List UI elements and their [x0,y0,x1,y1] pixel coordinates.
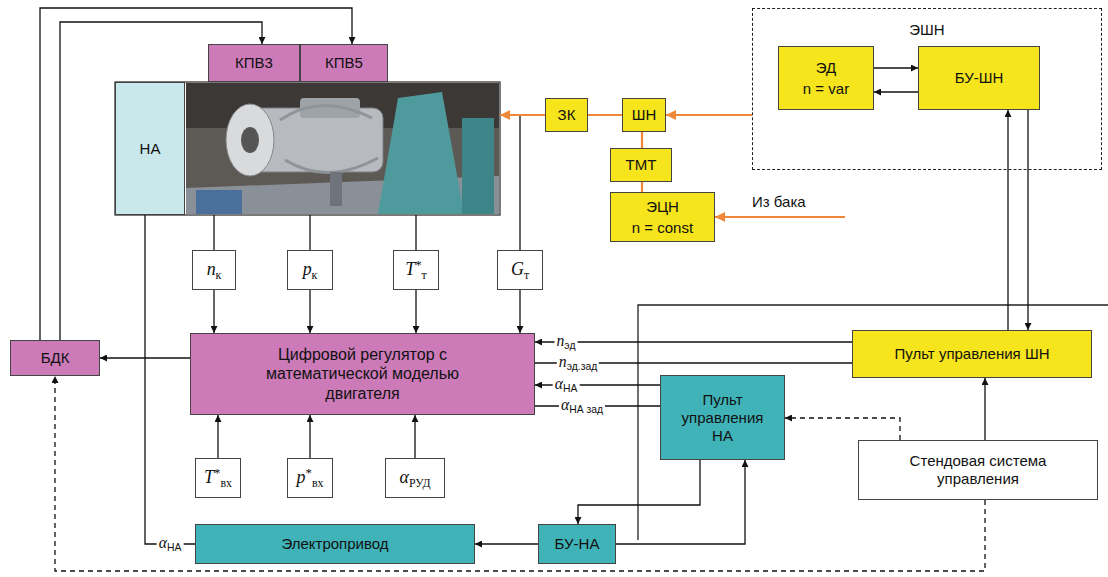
pump-box: ЭЦН n = const [610,192,715,242]
signal-connector [309,415,310,458]
photo-part [196,190,242,214]
console-box: Пульт управления НА [660,375,785,460]
sensor-box: Gт [497,250,543,290]
node-label: БУ-ШН [955,69,1004,87]
signal-connector [616,460,745,544]
node-label: Электропривод [281,535,388,553]
node-label: nк [207,259,222,282]
signal-connector [217,415,218,458]
node-label: T*вх [204,466,232,490]
node-label: КПВ3 [235,54,273,72]
node-label: pк [303,259,318,282]
engine-intake [226,104,274,176]
sensor-box: T*т [393,250,439,290]
guide-vane-box: НА [115,82,185,215]
signal-connector [578,460,700,524]
signal-connector [414,415,415,458]
node-label: КПВ5 [325,54,363,72]
fuel-line [715,216,845,218]
sensor-wire [213,215,214,250]
node-label: ЭД [816,59,836,77]
node-label: НА [140,140,161,158]
signal-label: αНА зад [559,396,605,416]
node-label: n = const [632,219,693,237]
photo-ground [186,83,499,214]
pump-unit-group: ЭШН ЭД n = var БУ-ШН [752,8,1102,170]
signal-connector [213,290,214,333]
signal-label: nэд.зад [557,353,599,373]
node-label: n = var [803,80,849,98]
node-label: Стендовая система управления [898,452,1058,488]
actuator-box: Электропривод [195,524,475,564]
sensor-box: αРУД [385,458,445,498]
node-label: Цифровой регулятор с математической моде… [232,345,494,403]
valve-box: ЗК [545,98,588,132]
node-label: Gт [511,259,529,282]
signal-label: nэд [555,332,578,352]
engine-hub [241,127,259,153]
signal-connector [519,290,520,333]
sensor-wire [519,115,520,250]
signal-connector [984,378,985,440]
relay-box: КПВ5 [300,44,388,82]
node-label: p*вх [297,466,324,490]
signal-connector [475,543,538,544]
control-unit-box: БУ-ШН [918,46,1040,110]
engine-pipes [280,106,378,173]
fuel-line [588,114,622,116]
sensor-box: pк [287,250,333,290]
node-label: Пульт управления ШН [895,345,1050,363]
dashed-connector [785,418,900,440]
node-label: ЭЦН [646,198,679,216]
node-label: БУ-НА [555,535,600,553]
panel-outline [638,305,1108,540]
signal-connector [874,91,918,92]
source-label: Из бака [752,193,806,211]
test-stand [378,92,464,214]
sensor-wire [309,215,310,250]
fuel-line [666,114,752,116]
engine-photo [186,83,499,214]
signal-connector [1027,110,1028,330]
signal-connector [535,341,852,342]
console-box: Пульт управления ШН [852,330,1092,378]
node-label: αРУД [400,467,431,490]
signal-connector [1007,110,1008,330]
node-label: БДК [41,349,70,367]
signal-connector [535,384,660,385]
engine-mount [330,172,342,206]
sensor-box: nк [192,250,236,290]
signal-label: αНА [157,534,184,554]
fuel-line [641,132,643,148]
node-label: ЗК [558,106,576,124]
engine-frame [115,82,500,215]
signal-label: αНА [553,375,580,395]
sensor-box: T*вх [195,458,241,498]
fuel-line [500,114,545,116]
control-unit-box: БДК [10,340,100,376]
regulator-box: Цифровой регулятор с математической моде… [190,333,535,415]
signal-connector [145,215,195,544]
node-label: Пульт управления НА [675,391,770,445]
node-label: T*т [405,258,427,282]
control-unit-box: БУ-НА [538,524,616,564]
pump-box: ШН [622,98,666,132]
signal-connector [874,67,918,68]
motor-box: ЭД n = var [778,46,874,110]
heat-exchanger-box: ТМТ [610,148,672,182]
sensor-wire [415,215,416,250]
signal-connector [415,290,416,333]
control-system-box: Стендовая система управления [858,440,1098,500]
signal-connector [309,290,310,333]
node-label: ЭШН [909,21,944,39]
node-label: ТМТ [626,156,657,174]
fuel-line [641,182,643,192]
relay-box: КПВ3 [208,44,300,82]
node-label: ШН [632,106,657,124]
sensor-box: p*вх [287,458,333,498]
test-stand [462,118,494,214]
